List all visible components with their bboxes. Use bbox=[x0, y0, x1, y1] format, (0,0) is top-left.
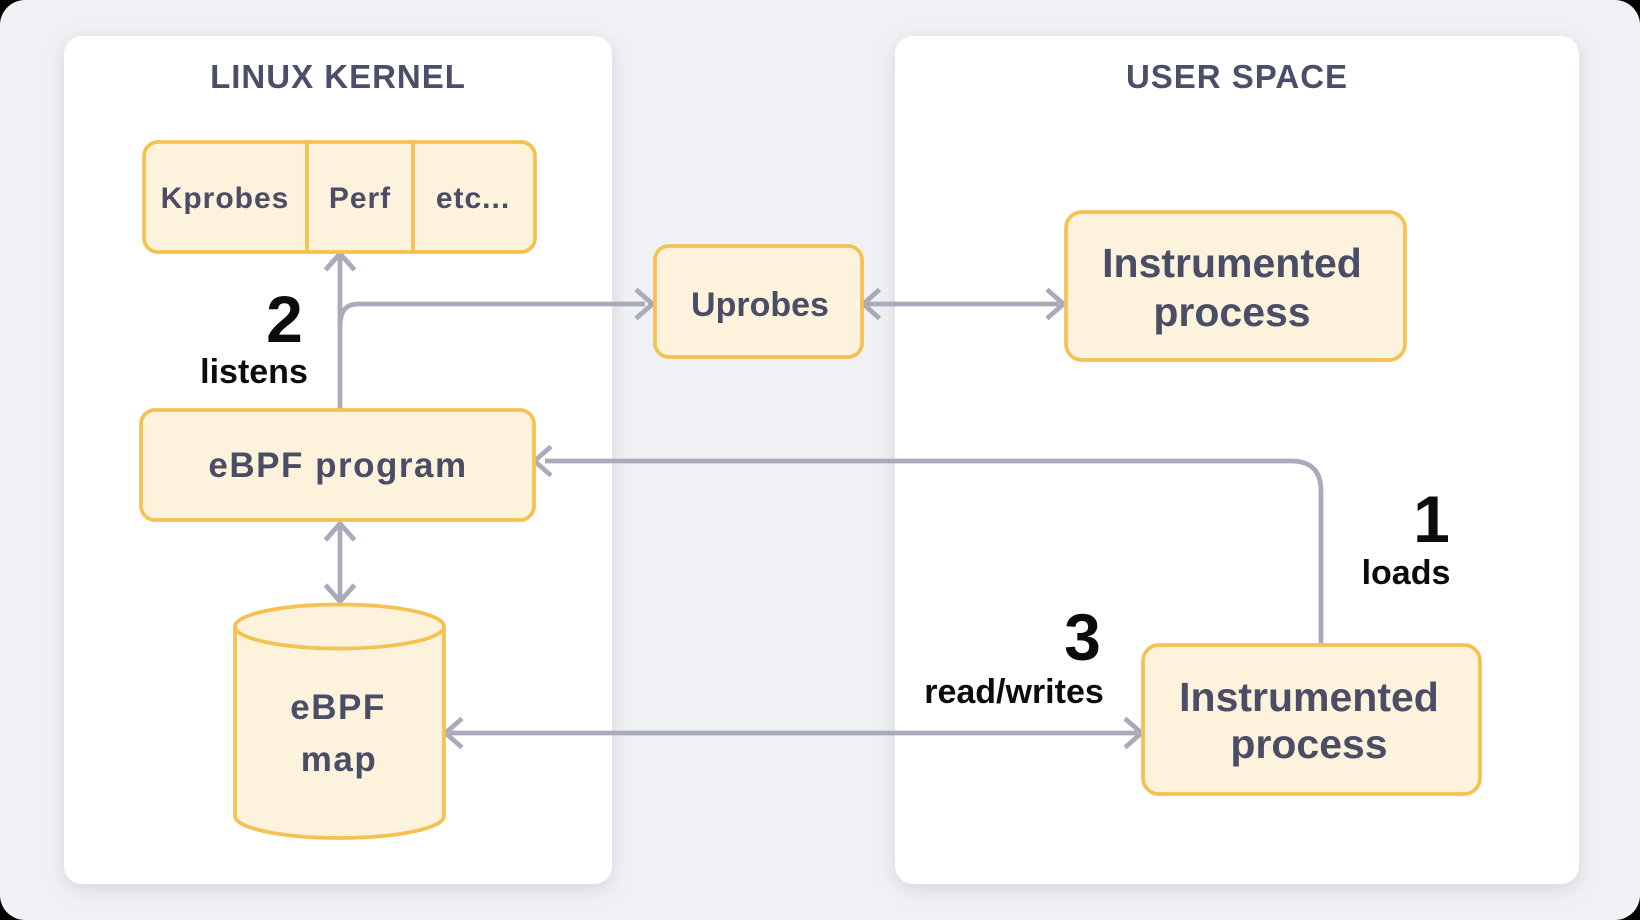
svg-text:3: 3 bbox=[1064, 600, 1101, 674]
svg-text:Instrumented: Instrumented bbox=[1102, 240, 1362, 286]
svg-text:listens: listens bbox=[200, 353, 308, 391]
svg-text:process: process bbox=[1230, 721, 1387, 767]
svg-text:loads: loads bbox=[1362, 554, 1451, 592]
svg-text:Instrumented: Instrumented bbox=[1179, 674, 1439, 720]
svg-text:2: 2 bbox=[266, 282, 303, 356]
svg-text:read/writes: read/writes bbox=[924, 673, 1104, 711]
svg-text:LINUX KERNEL: LINUX KERNEL bbox=[210, 58, 466, 95]
svg-text:eBPF program: eBPF program bbox=[208, 446, 467, 485]
svg-text:map: map bbox=[301, 740, 377, 779]
svg-text:USER SPACE: USER SPACE bbox=[1126, 58, 1348, 95]
svg-text:Uprobes: Uprobes bbox=[691, 286, 829, 324]
svg-text:eBPF: eBPF bbox=[290, 688, 385, 727]
svg-text:process: process bbox=[1153, 289, 1310, 335]
svg-text:Kprobes: Kprobes bbox=[161, 182, 290, 215]
svg-text:Perf: Perf bbox=[329, 182, 391, 215]
svg-text:etc...: etc... bbox=[436, 182, 510, 215]
svg-text:1: 1 bbox=[1413, 482, 1450, 556]
